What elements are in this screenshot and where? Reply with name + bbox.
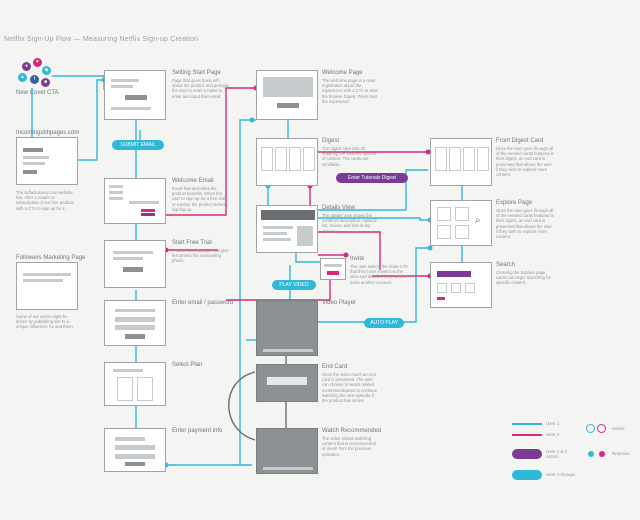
facebook-icon: f	[30, 75, 39, 84]
recommend-frame	[256, 428, 318, 474]
legend-user2-line	[512, 434, 542, 436]
trial-label: Start Free Trial	[172, 240, 212, 246]
explore-frame: ⌕	[430, 200, 492, 246]
bird-icon: ▲	[18, 73, 27, 82]
welcome-desc: The welcome page is a reset registration…	[322, 78, 378, 104]
welcome-label: Welcome Page	[322, 70, 363, 76]
chat-icon: ●	[22, 62, 31, 71]
legend-reaction: Reaction	[612, 451, 630, 456]
payment-frame	[104, 428, 166, 472]
password-frame	[104, 300, 166, 346]
play-video-button[interactable]: PLAY VIDEO	[272, 280, 316, 290]
explore-label: Explore Page	[496, 200, 533, 206]
email-desc: Email that describes the product benefit…	[172, 186, 226, 212]
trial-frame	[104, 240, 166, 288]
browse-digest-button[interactable]: Enter Tutorials Digest	[336, 173, 408, 183]
email-label: Welcome Email	[172, 178, 214, 184]
share-icon: ◆	[42, 66, 51, 75]
signup-label: Setting Start Page	[172, 70, 221, 76]
recommend-desc: The video shows watching content that is…	[322, 436, 377, 457]
legend-user12: User 1 & 2 Action	[546, 449, 568, 459]
legend-action-magenta	[597, 424, 606, 433]
legend-allusers-pill	[512, 470, 542, 480]
password-label: Enter email / password	[172, 300, 234, 306]
submit-email-button[interactable]: SUBMIT EMAIL	[112, 140, 164, 150]
welcome-frame	[256, 70, 318, 120]
digest-frame	[256, 138, 318, 186]
cardexpand-label: Front Digest Card	[496, 138, 544, 144]
legend-action: Action	[612, 426, 625, 431]
cardexpand-frame	[430, 138, 492, 186]
marketing-frame	[16, 262, 78, 310]
digest-desc: The digest view lists all featuring the …	[322, 146, 377, 167]
search-frame	[430, 262, 492, 308]
endcard-label: End Card	[322, 364, 348, 370]
cardexpand-desc: Once the user goes through all of the ne…	[496, 146, 554, 178]
digest-label: Digest	[322, 138, 340, 144]
explore-desc: Once the user goes through all of the ne…	[496, 208, 554, 240]
signup-frame	[104, 70, 166, 120]
payment-label: Enter payment info	[172, 428, 223, 434]
social-cta-label: New Covet CTA	[16, 90, 59, 96]
endcard-desc: Once the video reach an end card is pres…	[322, 372, 377, 404]
legend-user1: User 1	[546, 421, 560, 426]
legend-reaction-magenta	[599, 451, 605, 457]
legend-allusers: User A Groups	[546, 472, 576, 477]
recommend-label: Watch Recommended	[322, 428, 382, 434]
player-label: Video Player	[322, 300, 356, 306]
player-frame[interactable]	[256, 300, 318, 356]
link-icon: ■	[41, 78, 50, 87]
auto-play-button[interactable]: AUTO PLAY	[364, 318, 404, 328]
invite-label: Invite	[350, 256, 365, 262]
search-label: Search	[496, 262, 516, 268]
legend-action-cyan	[586, 424, 595, 433]
legend-user1-line	[512, 423, 542, 425]
details-frame	[256, 205, 318, 253]
signup-desc: Page that gives basic info about the pro…	[172, 78, 230, 99]
marketing-label: Followers Marketing Page	[16, 255, 86, 261]
diagram-title: Netflix Sign-Up Flow — Measuring Netflix…	[4, 36, 199, 43]
search-desc: Crossing the Explore page, users can beg…	[496, 270, 551, 286]
legend-reaction-cyan	[588, 451, 594, 457]
homepage-desc: The Ndfaclusvery.com website live. After…	[16, 190, 74, 211]
details-desc: The details view shows the content's des…	[322, 213, 378, 234]
legend-user2: User 2	[546, 432, 560, 437]
plan-label: Select Plan	[172, 362, 203, 368]
marketing-desc: Some of our users might be driven by pub…	[16, 314, 74, 330]
details-label: Details View	[322, 205, 355, 211]
homepage-label: Incomingsbhpages.com	[16, 130, 80, 136]
plan-frame	[104, 362, 166, 406]
trial-desc: Product landing page that give first pro…	[172, 248, 229, 264]
heart-icon: ♥	[33, 58, 42, 67]
legend-user12-pill	[512, 449, 542, 459]
endcard-frame	[256, 364, 318, 402]
email-frame	[104, 178, 166, 224]
invite-frame	[320, 258, 346, 280]
invite-desc: The user selects the Invite CTA that the…	[350, 264, 408, 285]
search-icon[interactable]: ⌕	[475, 215, 481, 226]
homepage-frame	[16, 137, 78, 185]
